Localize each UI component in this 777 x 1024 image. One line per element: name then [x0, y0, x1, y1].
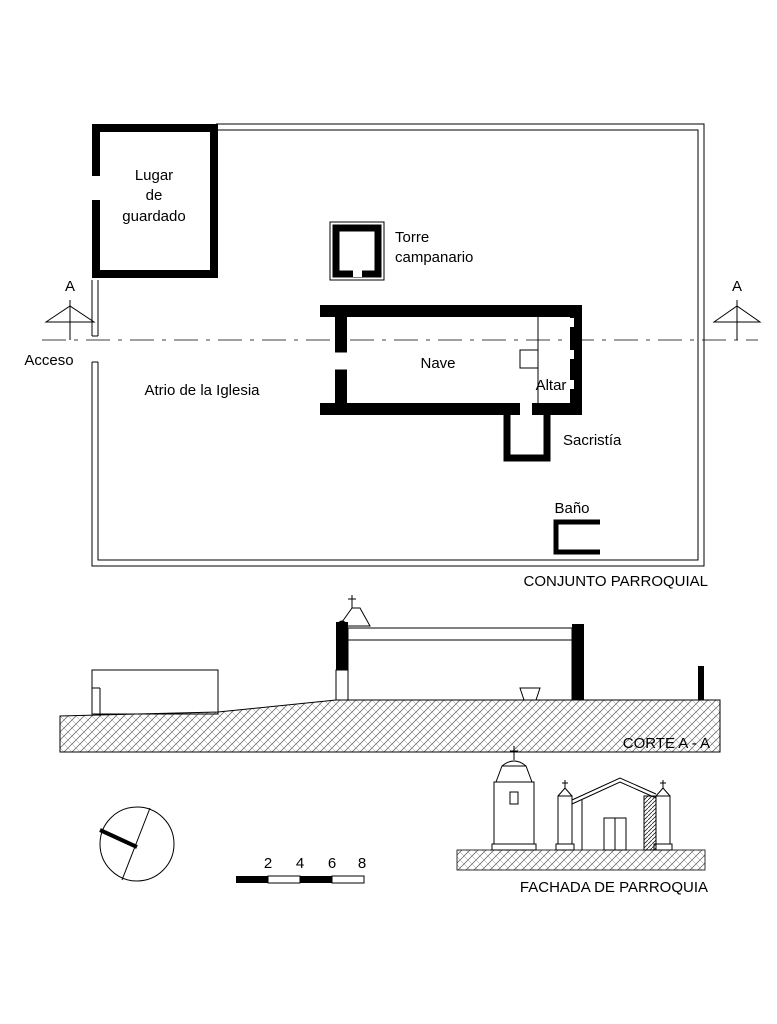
facade-church	[571, 777, 657, 851]
sacristy-plan	[503, 413, 551, 462]
facade-pillar-right	[653, 780, 673, 851]
section-marker-right	[712, 300, 762, 340]
section-marker-left	[44, 300, 96, 340]
section-marker-right-label: A	[732, 278, 742, 295]
atrium-label: Atrio de la Iglesia	[144, 382, 260, 399]
site-plan: Lugar de guardado Torre campanario	[24, 123, 762, 590]
tower-label-1: Torre	[395, 229, 429, 246]
bell-tower-plan	[329, 221, 385, 281]
facade-title: FACHADA DE PARROQUIA	[520, 879, 708, 896]
section-title: CORTE A - A	[623, 735, 710, 752]
scale-tick-4: 4	[296, 855, 304, 872]
section-marker-left-label: A	[65, 278, 75, 295]
nave-label: Nave	[420, 355, 455, 372]
plan-title: CONJUNTO PARROQUIAL	[524, 573, 708, 590]
facade-ground	[456, 849, 706, 871]
section-church	[335, 595, 704, 701]
facade-pillar-left	[555, 780, 575, 851]
facade-bell-tower	[491, 746, 537, 851]
section-storage-building	[91, 669, 219, 716]
scale-tick-6: 6	[328, 855, 336, 872]
storage-label-1: Lugar	[135, 167, 173, 184]
facade-view: FACHADA DE PARROQUIA	[456, 746, 708, 896]
section-ground	[59, 699, 721, 753]
storage-room	[92, 124, 218, 278]
scale-tick-8: 8	[358, 855, 366, 872]
tower-label-2: campanario	[395, 249, 473, 266]
bathroom-plan	[553, 519, 600, 555]
scale-bar: 2 4 6 8	[236, 855, 366, 884]
storage-label-3: guardado	[122, 208, 185, 225]
scale-tick-2: 2	[264, 855, 272, 872]
perimeter-wall	[91, 123, 705, 567]
altar-label: Altar	[536, 377, 567, 394]
access-label: Acceso	[24, 352, 73, 369]
section-view: CORTE A - A	[59, 595, 721, 753]
sacristy-label: Sacristía	[563, 432, 622, 449]
storage-label-2: de	[146, 187, 163, 204]
bathroom-label: Baño	[554, 500, 589, 517]
north-arrow	[99, 806, 175, 882]
church-nave-plan	[320, 305, 582, 415]
